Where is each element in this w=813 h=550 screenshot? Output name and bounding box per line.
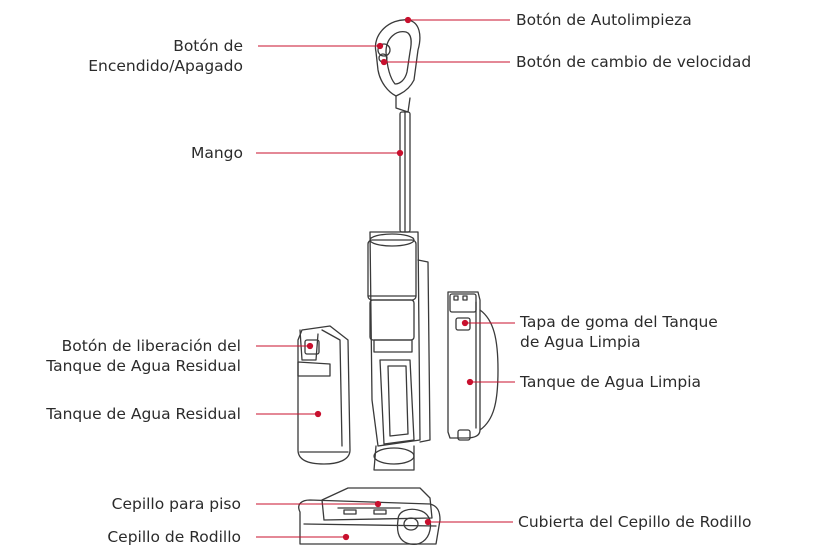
- label-floor-brush: Cepillo para piso: [111, 495, 241, 513]
- label-dirty-tank-release: Botón de liberación del Tanque de Agua R…: [46, 336, 241, 376]
- label-clean-tank: Tanque de Agua Limpia: [520, 373, 702, 391]
- callout-dirty-tank: [256, 410, 322, 418]
- callout-power: [258, 42, 384, 50]
- label-handle: Mango: [190, 144, 243, 162]
- label-power-button-line1: Botón de: [173, 37, 243, 55]
- label-power-button: Botón de Encendido/Apagado: [88, 36, 243, 76]
- label-clean-tank-cap-line1: Tapa de goma del Tanque: [520, 313, 718, 331]
- label-power-button-line2: Encendido/Apagado: [88, 57, 243, 75]
- main-body: [367, 231, 431, 471]
- callout-speed: [380, 58, 510, 66]
- callout-clean-tank-cap: [461, 319, 515, 327]
- callout-clean-tank: [466, 378, 515, 386]
- label-dirty-tank-release-line2: Tanque de Agua Residual: [46, 357, 241, 375]
- label-speed-button: Botón de cambio de velocidad: [516, 53, 752, 71]
- label-clean-tank-cap-line2: de Agua Limpia: [520, 333, 641, 351]
- callout-dirty-tank-release: [256, 342, 314, 350]
- callout-roller-brush: [256, 533, 350, 541]
- callout-roller-cover: [424, 518, 513, 526]
- clean-water-tank: [447, 291, 499, 441]
- dirty-water-tank: [297, 325, 351, 465]
- callout-floor-brush: [256, 500, 382, 508]
- callout-self-clean: [404, 16, 510, 24]
- label-clean-tank-cap: Tapa de goma del Tanque de Agua Limpia: [520, 312, 718, 352]
- handle-tube: [399, 111, 411, 233]
- label-roller-brush: Cepillo de Rodillo: [107, 528, 241, 546]
- callout-handle: [256, 149, 404, 157]
- floor-brush-head: [298, 487, 441, 546]
- label-roller-cover: Cubierta del Cepillo de Rodillo: [518, 513, 752, 531]
- handle-grip: [374, 19, 421, 113]
- label-dirty-tank-release-line1: Botón de liberación del: [61, 337, 241, 355]
- label-dirty-tank: Tanque de Agua Residual: [46, 405, 241, 423]
- label-self-clean-button: Botón de Autolimpieza: [516, 11, 692, 29]
